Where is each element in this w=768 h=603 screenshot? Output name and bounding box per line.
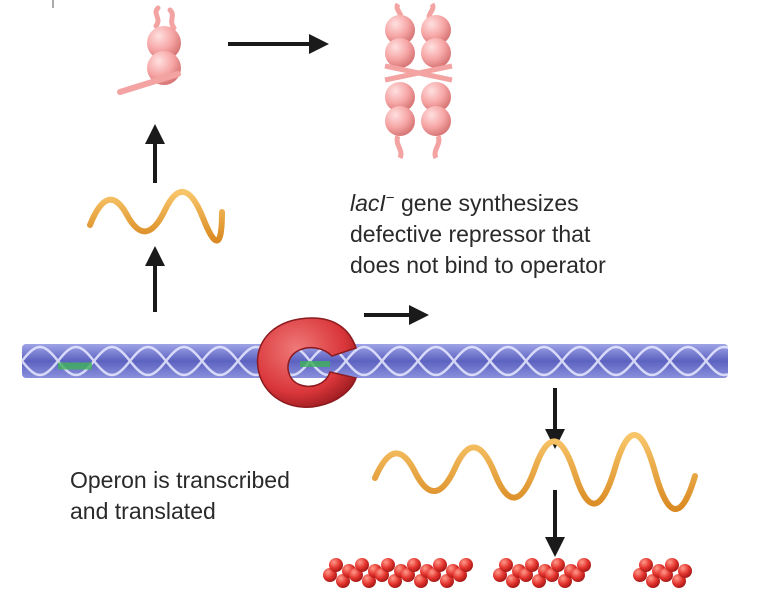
repressor-monomer [117, 5, 181, 95]
gene-name: lacI [350, 190, 386, 216]
repressor-caption-line1: lacI− gene synthesizes [350, 188, 750, 219]
amino-acid-bead [577, 558, 591, 572]
protein-chain [633, 558, 692, 588]
repressor-caption-line2: defective repressor that [350, 221, 591, 247]
amino-acid-bead [433, 558, 447, 572]
amino-acid-bead [639, 558, 653, 572]
repressor-caption: lacI− gene synthesizes defective repress… [350, 188, 750, 281]
protein-chain [323, 558, 473, 588]
laci-mrna [87, 188, 225, 244]
amino-acid-bead [678, 564, 692, 578]
repressor-caption-line1-rest: gene synthesizes [394, 190, 579, 216]
dna-strand-2 [21, 345, 729, 377]
repressor-tetramer [384, 2, 453, 160]
amino-acid-bead [525, 558, 539, 572]
rna-polymerase [256, 317, 357, 408]
operon-caption: Operon is transcribed and translated [70, 465, 370, 527]
operon-caption-line1: Operon is transcribed [70, 467, 290, 493]
amino-acid-bead [355, 558, 369, 572]
operon-caption-line2: and translated [70, 498, 216, 524]
gene-superscript: − [385, 189, 395, 207]
protein-chain [493, 558, 591, 588]
amino-acid-bead [499, 558, 513, 572]
repressor-caption-line3: does not bind to operator [350, 252, 606, 278]
amino-acid-bead [381, 558, 395, 572]
amino-acid-bead [459, 558, 473, 572]
dna-strand-1 [21, 345, 729, 377]
dna-helix [21, 344, 729, 378]
amino-acid-bead [551, 558, 565, 572]
amino-acid-bead [407, 558, 421, 572]
amino-acid-bead [329, 558, 343, 572]
operon-mrna [372, 432, 698, 512]
amino-acid-bead [665, 558, 679, 572]
translated-proteins [323, 558, 692, 588]
